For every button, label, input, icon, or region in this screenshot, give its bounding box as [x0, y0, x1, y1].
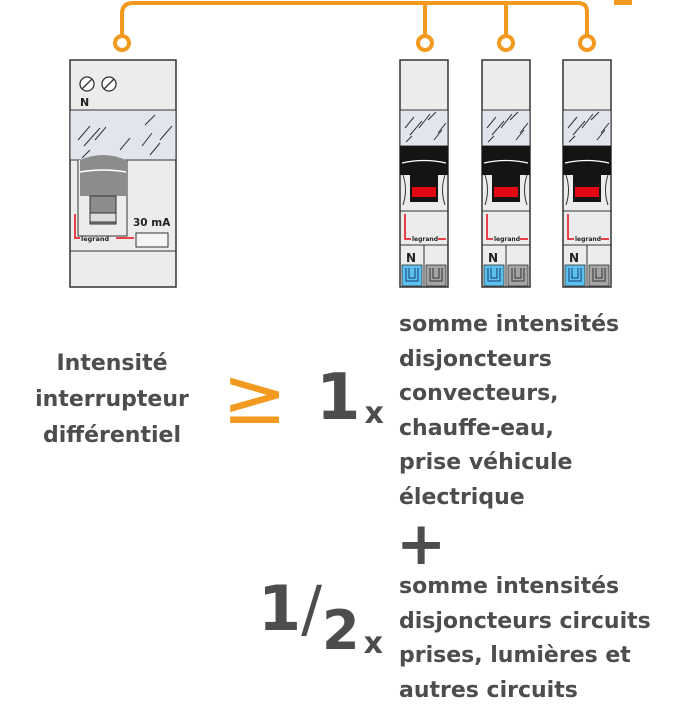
text-line: chauffe-eau,: [399, 412, 619, 447]
neutral-terminal: [402, 265, 422, 286]
brand-logo: legrand: [494, 236, 520, 243]
brand-logo: legrand: [412, 236, 438, 243]
breaker-neutral-label: N: [569, 251, 579, 265]
term1-description: somme intensités disjoncteurs convecteur…: [399, 308, 619, 515]
coefficient-1x: 1 x: [316, 362, 384, 434]
rcd-current-label: Intensité interrupteur différentiel: [14, 346, 210, 454]
rcd-rating: 30 mA: [133, 217, 171, 229]
circuit-breaker-3: legrand N: [563, 60, 611, 287]
coefficient-denominator: 2: [322, 600, 360, 662]
times-sign: x: [365, 396, 384, 432]
text-line: prise véhicule: [399, 446, 619, 481]
phase-terminal: [508, 265, 528, 286]
label-line: interrupteur: [14, 382, 210, 418]
neutral-terminal: [484, 265, 504, 286]
rcd-neutral-label: N: [80, 96, 89, 109]
breaker-neutral-label: N: [406, 251, 416, 265]
text-line: autres circuits: [399, 674, 651, 708]
neutral-terminal: [565, 265, 585, 286]
greater-or-equal-sign: ≥: [222, 352, 287, 442]
label-line: Intensité: [14, 346, 210, 382]
text-line: somme intensités: [399, 308, 619, 343]
coefficient-numerator: 1: [258, 574, 301, 644]
terminal-connector-breaker-2: [499, 36, 513, 50]
terminal-connector-rcd: [115, 36, 129, 50]
breaker-neutral-label: N: [488, 251, 498, 265]
term2-description: somme intensités disjoncteurs circuits p…: [399, 570, 651, 708]
supply-wire: [115, 2, 632, 50]
coefficient-slash: /: [301, 574, 322, 644]
text-line: disjoncteurs: [399, 343, 619, 378]
plus-sign: +: [396, 514, 446, 574]
phase-terminal: [589, 265, 609, 286]
times-sign: x: [364, 626, 383, 662]
circuit-breaker-2: legrand N: [482, 60, 530, 287]
circuit-breaker-1: legrand N: [400, 60, 448, 287]
rcd-device: N legrand 30 mA: [70, 60, 176, 287]
brand-logo: legrand: [81, 235, 110, 243]
phase-terminal: [426, 265, 446, 286]
coefficient-1: 1: [316, 362, 361, 434]
terminal-connector-breaker-3: [580, 36, 594, 50]
text-line: disjoncteurs circuits: [399, 605, 651, 640]
brand-logo: legrand: [575, 236, 601, 243]
text-line: convecteurs,: [399, 377, 619, 412]
text-line: somme intensités: [399, 570, 651, 605]
terminal-connector-breaker-1: [418, 36, 432, 50]
label-line: différentiel: [14, 418, 210, 454]
coefficient-half-x: 1 / 2 x: [258, 574, 383, 662]
text-line: prises, lumières et: [399, 639, 651, 674]
